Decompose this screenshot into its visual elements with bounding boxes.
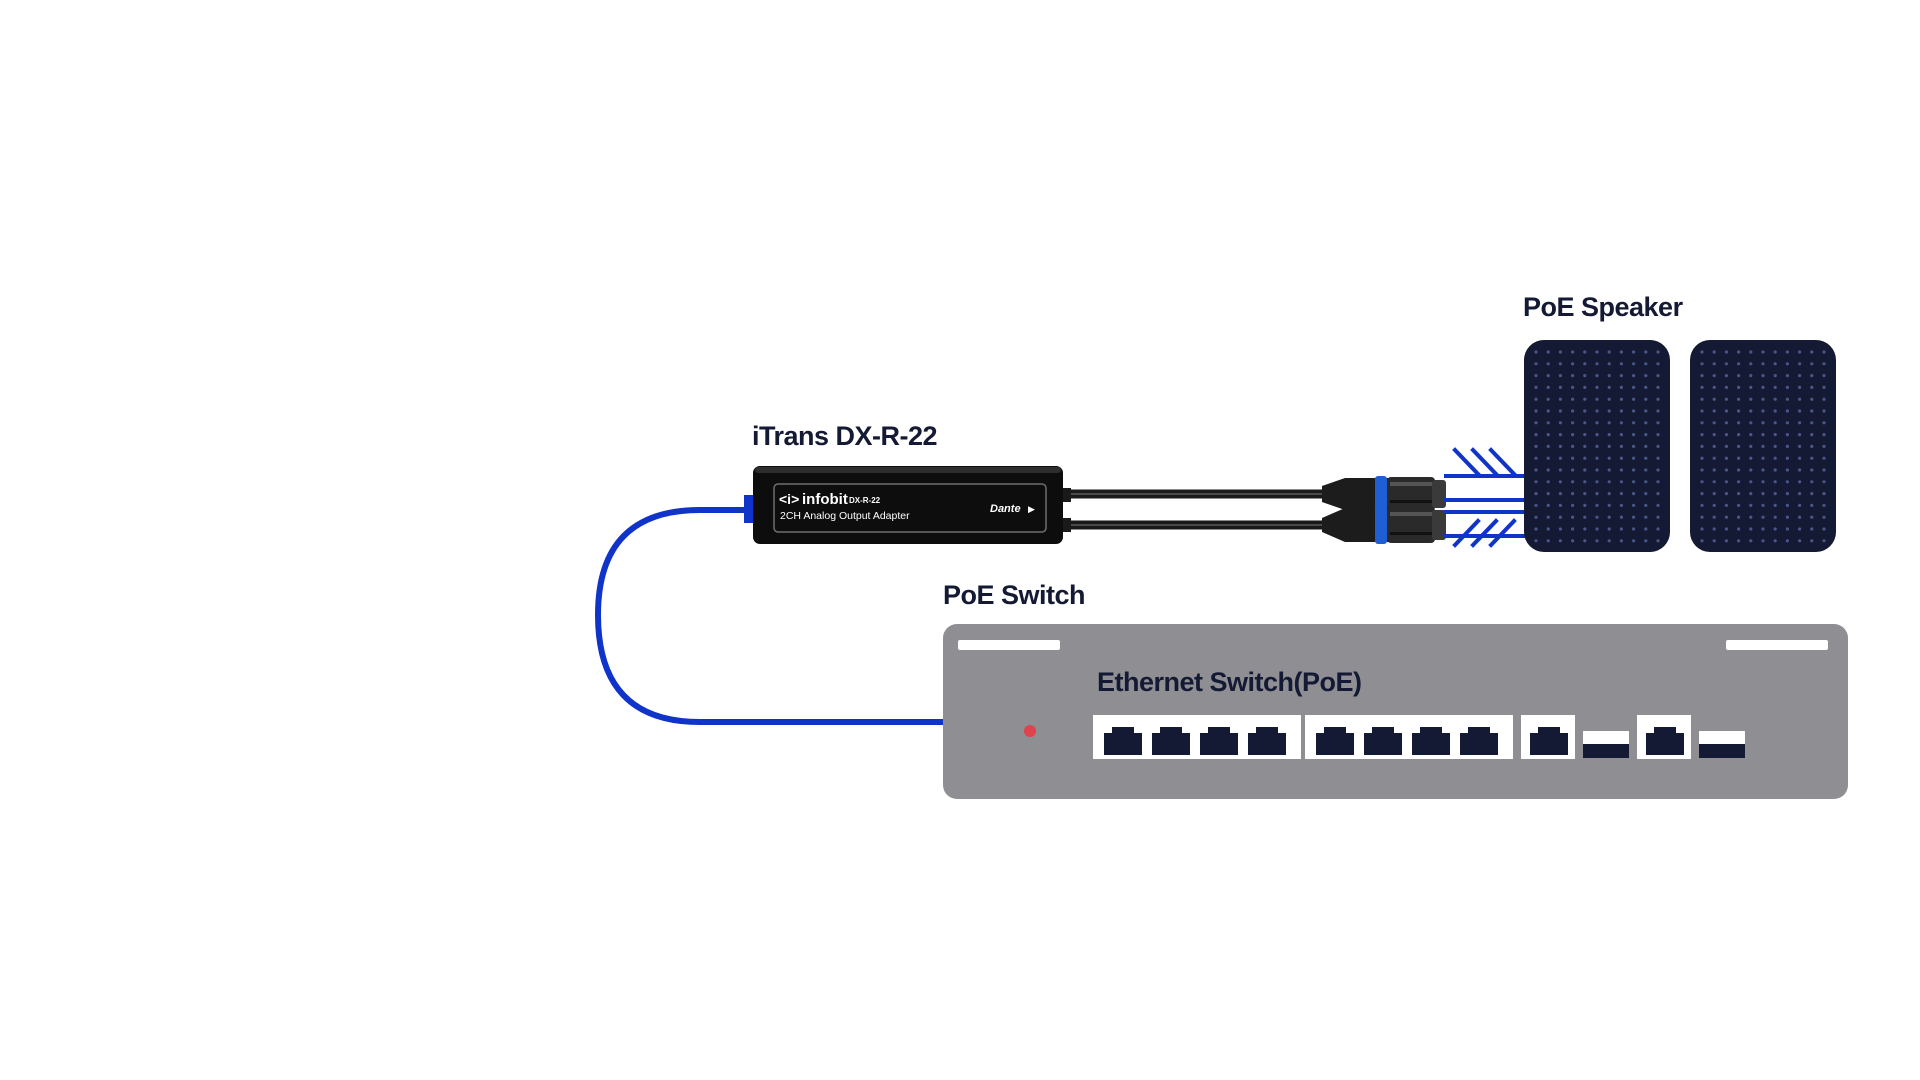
- xlr-cables: [1070, 489, 1335, 530]
- ethernet-port-1: [1104, 727, 1142, 755]
- play-triangle-icon: ▶: [1028, 504, 1035, 514]
- adapter-device: [753, 466, 1071, 544]
- adapter-brand: infobit: [802, 491, 848, 508]
- ethernet-ports: [1104, 727, 1684, 755]
- speaker-title: PoE Speaker: [1523, 292, 1683, 322]
- adapter-logo-glyph: <i>: [779, 491, 799, 507]
- poe-switch: [943, 624, 1848, 799]
- ethernet-port-2: [1152, 727, 1190, 755]
- rack-ear-left: [958, 640, 1060, 650]
- ethernet-port-3: [1200, 727, 1238, 755]
- adapter-description: 2CH Analog Output Adapter: [780, 510, 910, 522]
- sfp-slot-1: [1583, 731, 1629, 758]
- network-cable: [594, 507, 958, 725]
- status-led-icon: [1024, 725, 1036, 737]
- rack-ear-right: [1726, 640, 1828, 650]
- ethernet-port-4: [1248, 727, 1286, 755]
- ethernet-port-6: [1364, 727, 1402, 755]
- speaker-left: [1524, 340, 1670, 552]
- xlr-connector-lower: [1322, 506, 1446, 544]
- adapter-model: DX-R-22: [849, 496, 881, 505]
- chevron-arrows-icon: [1444, 447, 1532, 548]
- ethernet-port-7: [1412, 727, 1450, 755]
- switch-title: PoE Switch: [943, 580, 1086, 610]
- ethernet-port-5: [1316, 727, 1354, 755]
- speaker-grill-left: [1534, 350, 1660, 543]
- speaker-grill-right: [1700, 350, 1826, 543]
- xlr-connector-upper: [1322, 476, 1446, 512]
- ethernet-port-8: [1460, 727, 1498, 755]
- sfp-slot-2: [1699, 731, 1745, 758]
- dante-logo: Dante: [990, 503, 1021, 515]
- adapter-title: iTrans DX-R-22: [752, 421, 938, 451]
- switch-face-label: Ethernet Switch(PoE): [1097, 667, 1362, 697]
- speaker-right: [1690, 340, 1836, 552]
- ethernet-port-9: [1530, 727, 1568, 755]
- ethernet-port-10: [1646, 727, 1684, 755]
